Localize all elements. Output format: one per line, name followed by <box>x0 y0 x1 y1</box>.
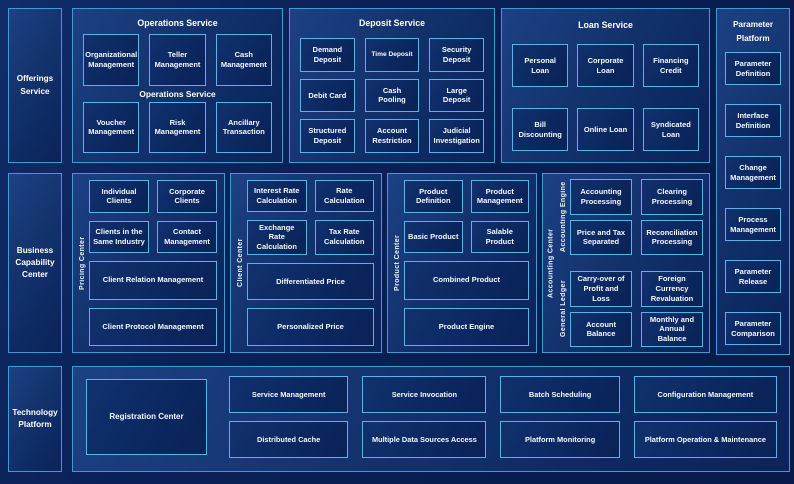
block-personal-loan: Personal Loan <box>512 44 569 87</box>
block-exchange-rate-calculation: Exchange Rate Calculation <box>247 219 307 255</box>
block-platform-operation-maintenance: Platform Operation & Maintenance <box>633 421 777 458</box>
block-parameter-comparison: Parameter Comparison <box>725 312 781 345</box>
block-multiple-data-sources-access: Multiple Data Sources Access <box>362 421 487 458</box>
accounting-engine-group: Accounting Engine Accounting Processing … <box>557 179 703 255</box>
block-parameter-definition: Parameter Definition <box>725 52 781 85</box>
block-tax-rate-calculation: Tax Rate Calculation <box>314 219 374 255</box>
block-service-invocation: Service Invocation <box>362 376 487 413</box>
block-client-protocol-management: Client Protocol Management <box>89 307 217 346</box>
panel-operations-service: Operations Service Organizational Manage… <box>72 8 283 163</box>
block-clearing-processing: Clearing Processing <box>641 179 703 215</box>
block-clients-same-industry: Clients in the Same Industry <box>89 220 149 253</box>
block-risk-management: Risk Management <box>149 101 206 153</box>
panel-pricing-center: Pricing Center Individual Clients Corpor… <box>72 173 225 353</box>
panel-client-center: Client Center Interest Rate Calculation … <box>230 173 382 353</box>
block-product-engine: Product Engine <box>404 307 529 346</box>
block-online-loan: Online Loan <box>577 108 634 151</box>
block-cash-pooling: Cash Pooling <box>364 78 420 113</box>
block-price-and-tax-separated: Price and Tax Separated <box>570 219 632 255</box>
block-bill-discounting: Bill Discounting <box>512 108 569 151</box>
block-differentiated-price: Differentiated Price <box>247 262 374 301</box>
block-large-deposit: Large Deposit <box>429 78 484 113</box>
block-corporate-loan: Corporate Loan <box>577 44 634 87</box>
block-configuration-management: Configuration Management <box>633 376 777 413</box>
deposit-service-title: Deposit Service <box>358 18 425 28</box>
block-account-restriction: Account Restriction <box>364 119 420 153</box>
block-basic-product: Basic Product <box>404 220 463 253</box>
client-center-label: Client Center <box>237 238 244 288</box>
block-parameter-release: Parameter Release <box>725 260 781 293</box>
block-combined-product: Combined Product <box>404 261 529 300</box>
panel-accounting-center: Accounting Center Accounting Engine Acco… <box>542 173 710 353</box>
panel-parameter-platform: Parameter Platform Parameter Definition … <box>716 8 790 355</box>
block-process-management: Process Management <box>725 208 781 241</box>
block-syndicated-loan: Syndicated Loan <box>642 108 699 151</box>
block-cash-management: Cash Management <box>215 34 272 86</box>
block-rate-calculation: Rate Calculation <box>314 180 374 212</box>
accounting-engine-label: Accounting Engine <box>560 181 567 253</box>
block-change-management: Change Management <box>725 156 781 189</box>
general-ledger-group: General Ledger Carry-over of Profit and … <box>557 271 703 347</box>
block-service-management: Service Management <box>229 376 349 413</box>
block-carry-over-profit-loss: Carry-over of Profit and Loss <box>570 271 632 307</box>
block-debit-card: Debit Card <box>300 78 355 113</box>
block-security-deposit: Security Deposit <box>429 38 484 72</box>
block-salable-product: Salable Product <box>470 220 529 253</box>
sidebar-technology-platform: Technology Platform <box>8 366 62 472</box>
block-registration-center: Registration Center <box>86 379 207 455</box>
block-foreign-currency-revaluation: Foreign Currency Revaluation <box>641 271 703 307</box>
parameter-platform-title: Parameter Platform <box>732 20 774 43</box>
panel-technology-platform: Registration Center Service Management S… <box>72 366 790 472</box>
block-distributed-cache: Distributed Cache <box>229 421 349 458</box>
block-contact-management: Contact Management <box>157 220 217 253</box>
block-interest-rate-calculation: Interest Rate Calculation <box>247 180 307 212</box>
panel-loan-service: Loan Service Personal Loan Corporate Loa… <box>501 8 710 163</box>
block-voucher-management: Voucher Management <box>83 101 140 153</box>
block-time-deposit: Time Deposit <box>364 38 420 72</box>
sidebar-offerings-service: Offerings Service <box>8 8 62 163</box>
block-financing-credit: Financing Credit <box>642 44 699 87</box>
block-ancillary-transaction: Ancillary Transaction <box>215 101 272 153</box>
block-accounting-processing: Accounting Processing <box>570 179 632 215</box>
operations-service-title: Operations Service <box>137 18 218 28</box>
block-reconciliation-processing: Reconciliation Processing <box>641 219 703 255</box>
block-monthly-annual-balance: Monthly and Annual Balance <box>641 311 703 347</box>
operations-service-mid-title: Operations Service <box>139 88 216 99</box>
panel-product-center: Product Center Product Definition Produc… <box>387 173 537 353</box>
block-product-management: Product Management <box>470 180 529 213</box>
panel-deposit-service: Deposit Service Demand Deposit Time Depo… <box>289 8 495 163</box>
pricing-center-label: Pricing Center <box>79 236 86 290</box>
block-account-balance: Account Balance <box>570 311 632 347</box>
block-organizational-management: Organizational Management <box>83 34 140 86</box>
block-product-definition: Product Definition <box>404 180 463 213</box>
block-teller-management: Teller Management <box>149 34 206 86</box>
accounting-center-label: Accounting Center <box>547 228 555 298</box>
block-batch-scheduling: Batch Scheduling <box>500 376 620 413</box>
block-demand-deposit: Demand Deposit <box>300 38 355 72</box>
block-client-relation-management: Client Relation Management <box>89 261 217 300</box>
block-platform-monitoring: Platform Monitoring <box>500 421 620 458</box>
block-personalized-price: Personalized Price <box>247 308 374 346</box>
block-individual-clients: Individual Clients <box>89 180 149 213</box>
block-structured-deposit: Structured Deposit <box>300 119 355 153</box>
sidebar-business-capability-center: Business Capability Center <box>8 173 62 353</box>
product-center-label: Product Center <box>394 234 401 292</box>
block-corporate-clients: Corporate Clients <box>157 180 217 213</box>
general-ledger-label: General Ledger <box>560 280 567 338</box>
block-interface-definition: Interface Definition <box>725 104 781 137</box>
block-judicial-investigation: Judicial Investigation <box>429 119 484 153</box>
loan-service-title: Loan Service <box>578 20 633 30</box>
